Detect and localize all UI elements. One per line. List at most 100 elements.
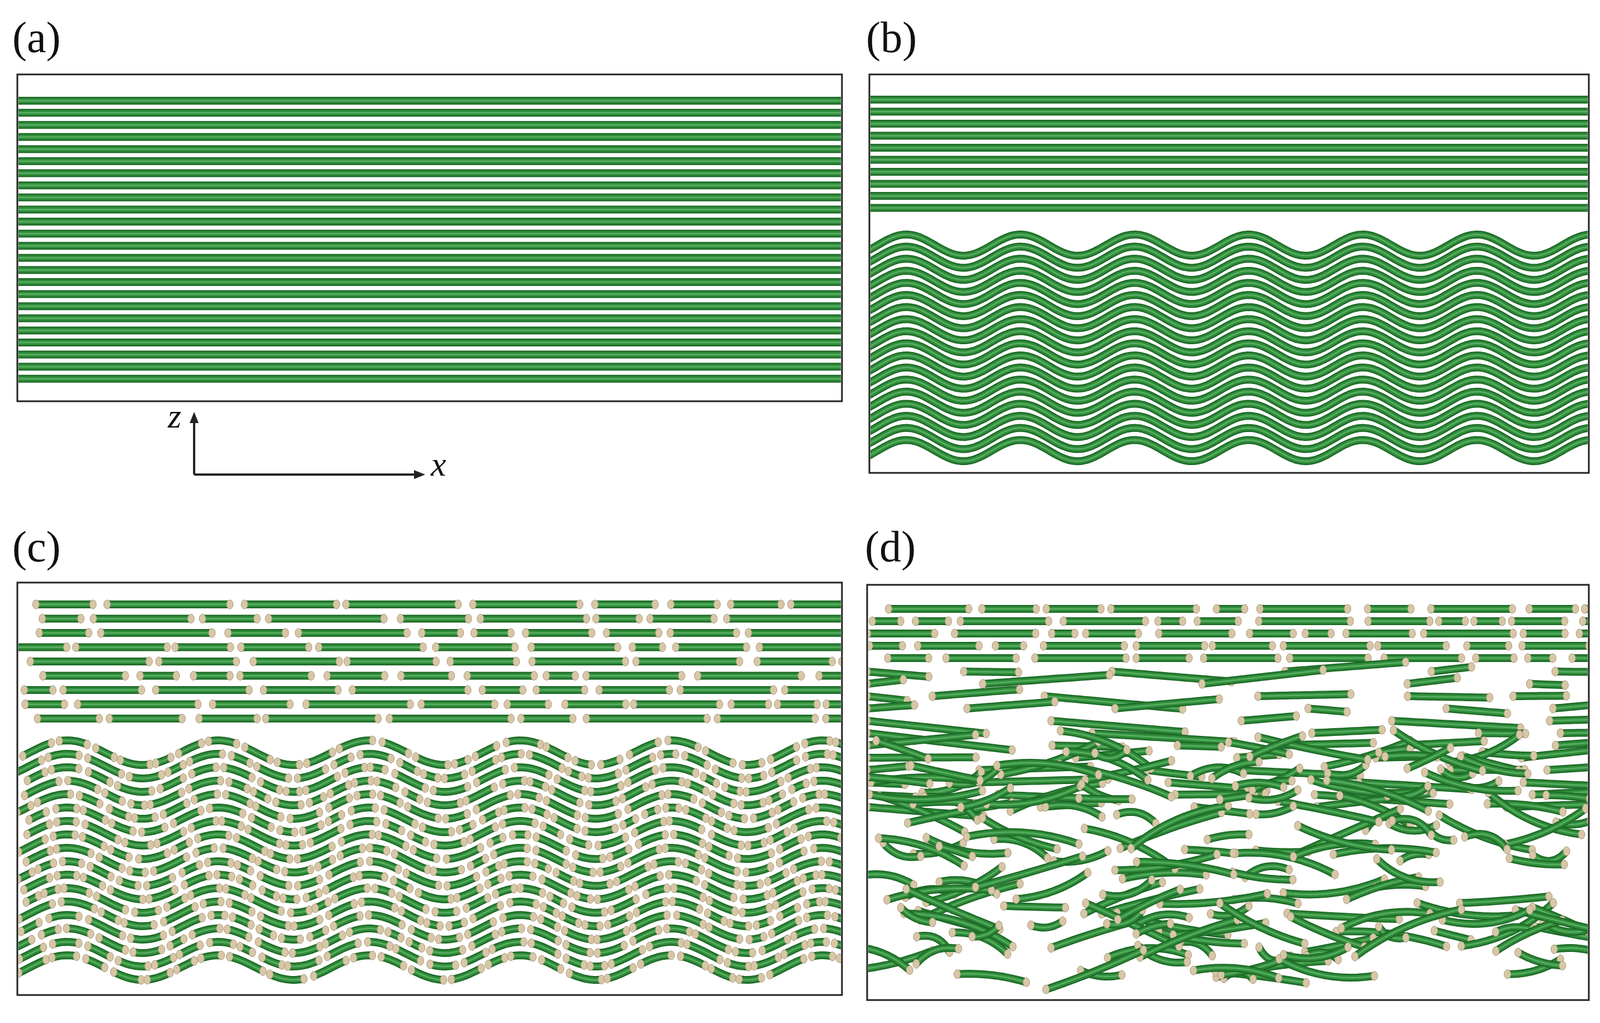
tube-end (90, 614, 97, 624)
tube-end (430, 786, 437, 795)
tube (297, 846, 333, 859)
tube-end (710, 614, 718, 624)
tube-end (356, 750, 364, 760)
tube (737, 853, 772, 860)
tube (18, 220, 841, 223)
tube-end (253, 761, 261, 771)
tube (652, 780, 682, 785)
tube (18, 646, 67, 648)
tube (502, 820, 536, 825)
tube-end (118, 769, 125, 779)
tube (730, 603, 781, 606)
tube (474, 628, 512, 637)
tube (138, 853, 168, 860)
tube (433, 786, 468, 792)
tube-end (544, 863, 552, 873)
tube (30, 657, 149, 666)
tube (202, 617, 258, 620)
tube-end (41, 834, 49, 844)
tube (586, 716, 708, 722)
tube-end (790, 864, 798, 874)
tube (37, 793, 71, 803)
tube-end (262, 713, 270, 723)
tube-end (147, 840, 154, 850)
tube (18, 181, 841, 190)
tube-end (147, 800, 154, 809)
tube (18, 169, 841, 178)
tube (191, 766, 216, 774)
tube (18, 243, 841, 249)
tube-end (622, 699, 629, 709)
tube (18, 305, 841, 308)
tube-end (784, 773, 792, 783)
tube (18, 329, 841, 332)
tube (35, 603, 93, 606)
tube (18, 340, 841, 346)
tube (421, 632, 461, 634)
tube (158, 659, 237, 665)
tube (226, 794, 251, 804)
tube (733, 827, 769, 832)
tube (18, 281, 841, 284)
tube-end (193, 848, 200, 858)
tube (794, 820, 827, 828)
tube (632, 644, 663, 650)
tube (808, 834, 841, 838)
tube-end (325, 802, 333, 812)
tube (148, 889, 175, 899)
tube (18, 256, 841, 259)
tube (793, 860, 822, 869)
tube (18, 158, 841, 164)
tube (18, 182, 841, 188)
tube (711, 834, 742, 845)
tube-end (690, 794, 698, 804)
tube (715, 769, 742, 779)
tube-end (306, 797, 313, 807)
tube (328, 862, 361, 875)
tube-end (491, 699, 498, 709)
tube-end (259, 885, 266, 895)
tube-end (430, 866, 437, 876)
tube (240, 673, 312, 679)
tube (813, 847, 841, 854)
tube-end (76, 791, 83, 800)
tube (256, 766, 289, 779)
tube-end (101, 815, 109, 825)
tube (327, 673, 385, 679)
tube-end (524, 830, 531, 840)
tube-end (129, 826, 137, 836)
tube (532, 659, 626, 665)
tube-end (285, 881, 293, 891)
tube (42, 615, 82, 621)
tube-end (594, 840, 602, 850)
tube-end (80, 872, 87, 882)
tube-end (18, 846, 22, 856)
tube (175, 644, 231, 650)
tube (757, 660, 833, 663)
tube (705, 750, 733, 764)
tube (18, 278, 841, 286)
tube-end (336, 850, 344, 860)
tube (245, 746, 271, 760)
tube-end (606, 852, 614, 861)
tube-end (394, 864, 402, 874)
tube (284, 869, 311, 873)
tube-end (293, 894, 301, 904)
tube-end (355, 871, 363, 880)
tube (37, 716, 100, 722)
tube-end (138, 827, 145, 837)
tube-end (237, 642, 245, 652)
tube (369, 860, 399, 869)
tube-end (811, 713, 819, 723)
tube-end (500, 805, 508, 815)
tube-end (650, 859, 658, 869)
tube (588, 773, 619, 779)
tube-end (85, 628, 93, 638)
tube (606, 632, 659, 634)
tube (674, 834, 703, 844)
tube-end (490, 782, 498, 792)
tube-end (18, 807, 21, 817)
tube (585, 827, 616, 832)
tube (759, 646, 842, 648)
tube-end (178, 713, 186, 723)
